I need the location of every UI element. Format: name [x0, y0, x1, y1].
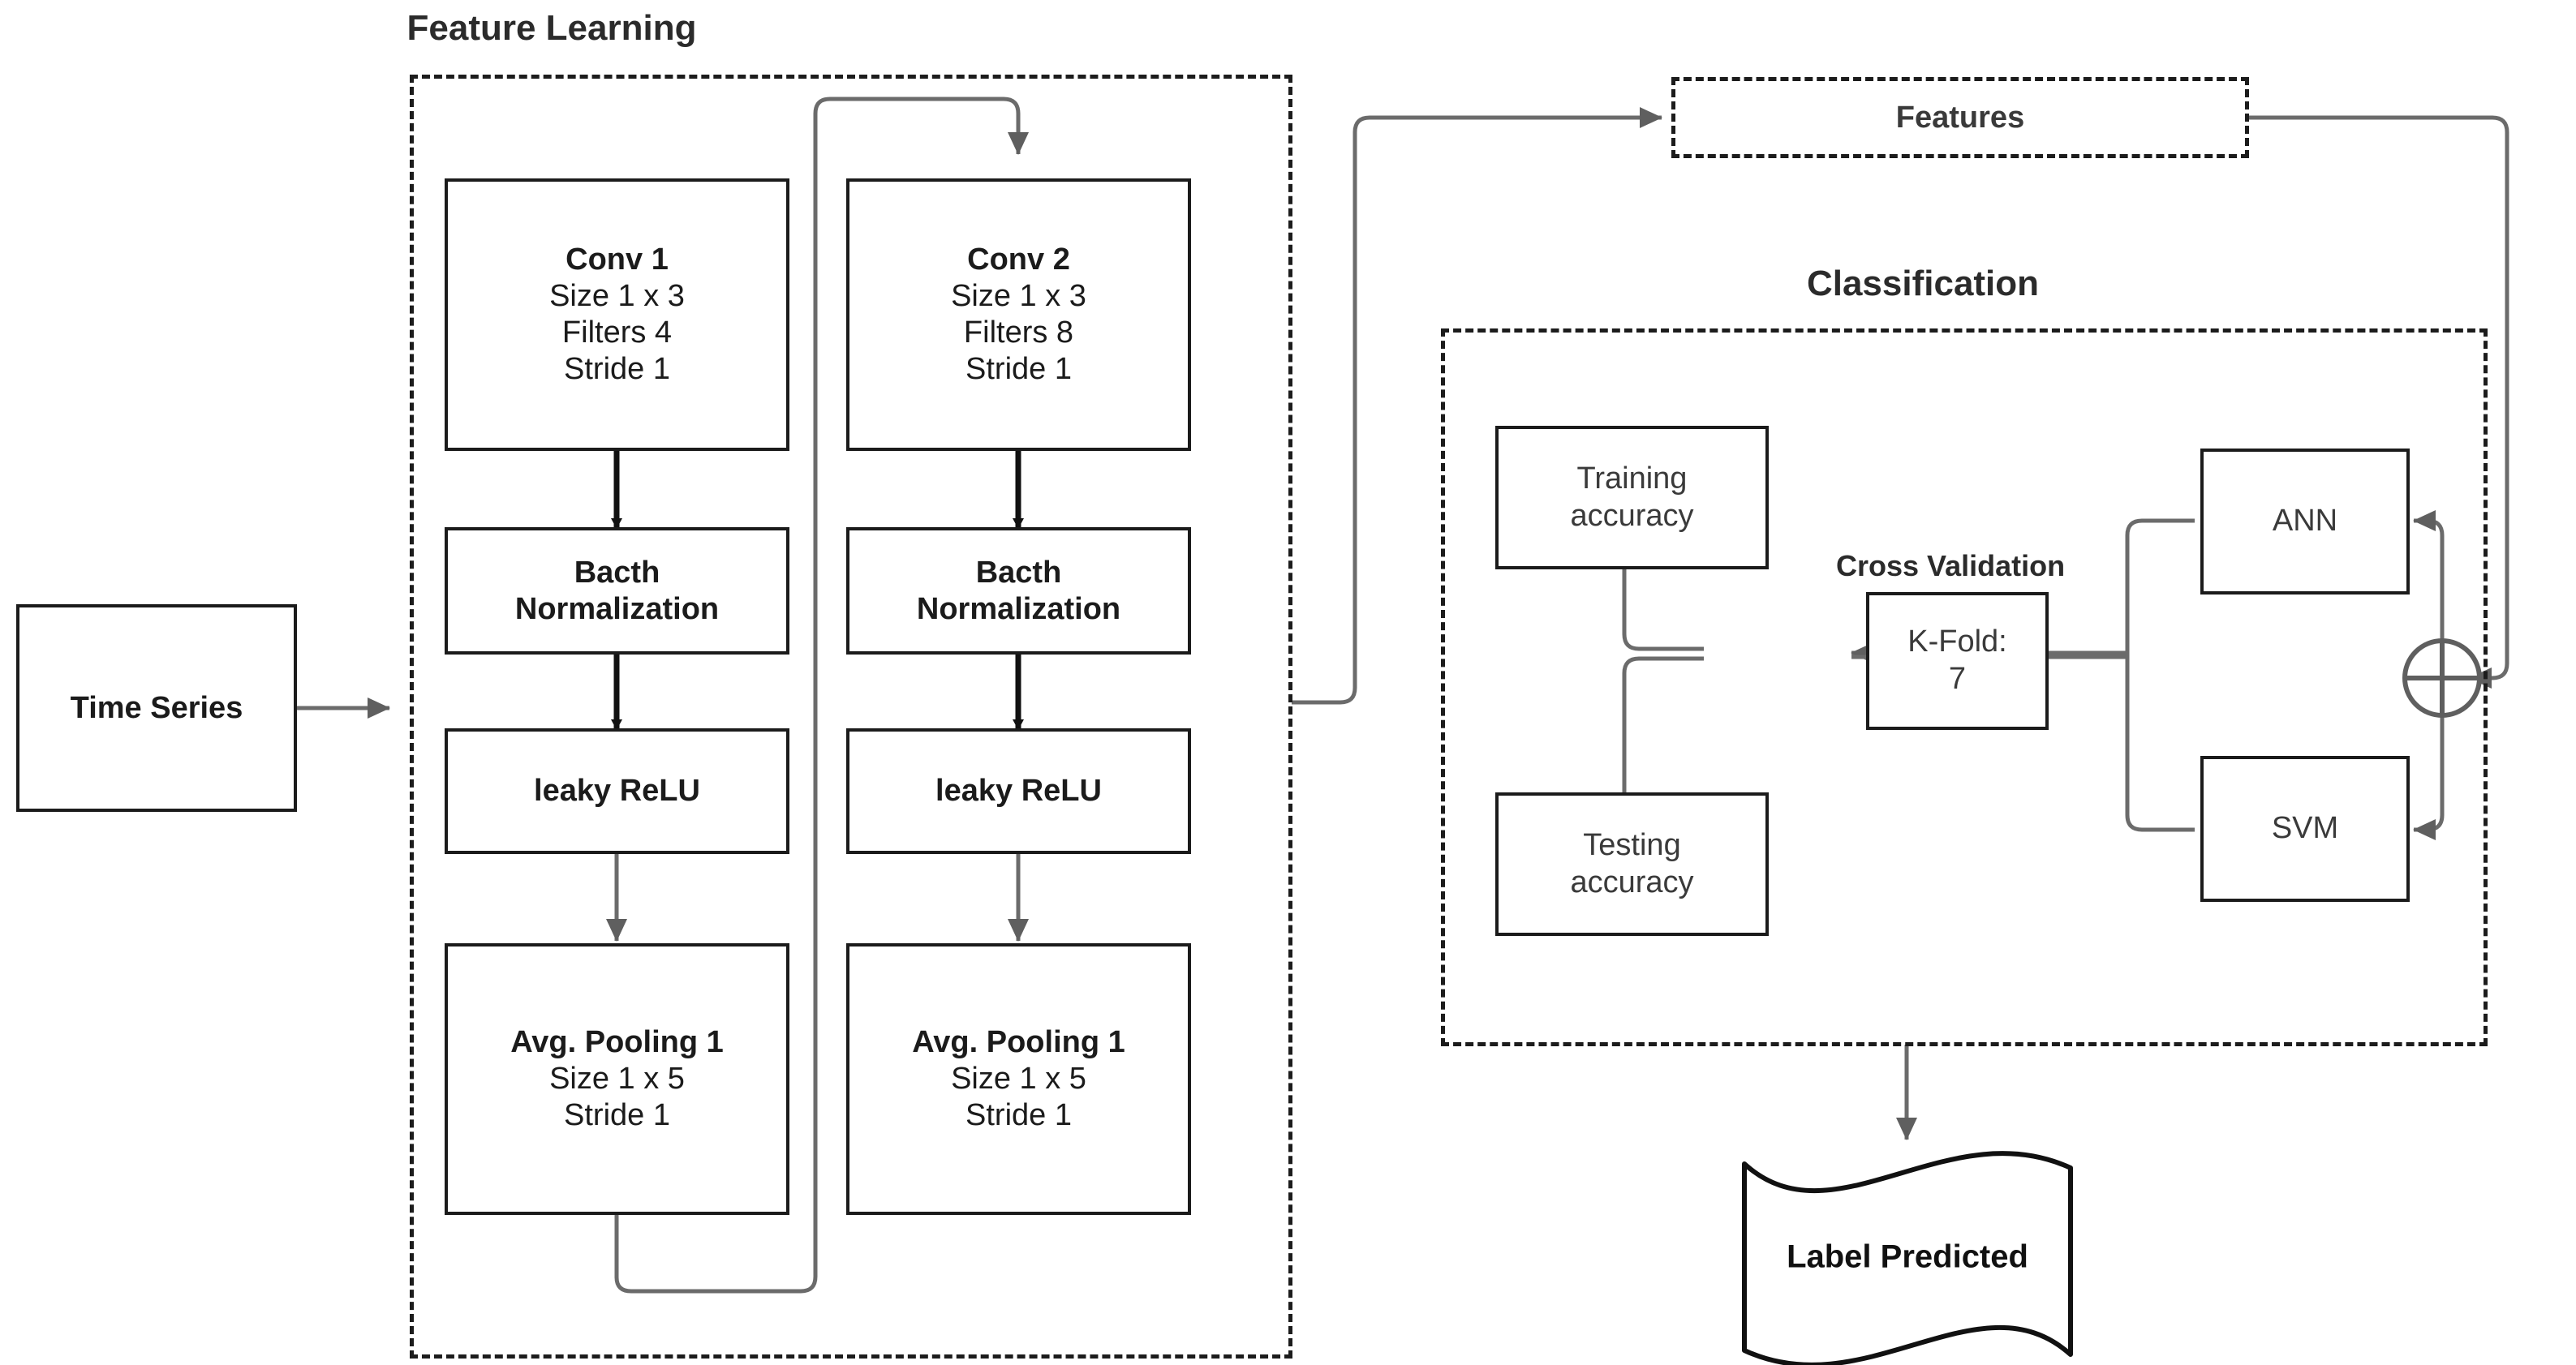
classification-title: Classification — [1806, 264, 2040, 303]
batchnorm2-line1: Bacth — [975, 555, 1062, 590]
avg-pooling1-name: Avg. Pooling 1 — [510, 1025, 724, 1060]
classification-group — [1441, 328, 2488, 1046]
testing-accuracy-line2: accuracy — [1570, 865, 1694, 899]
ann-box[interactable]: ANN — [2200, 449, 2410, 595]
leaky-relu2-box[interactable]: leaky ReLU — [846, 728, 1191, 854]
conv2-size: Size 1 x 3 — [951, 279, 1086, 314]
svm-label: SVM — [2271, 811, 2339, 846]
batchnorm1-box[interactable]: Bacth Normalization — [445, 527, 789, 655]
feature-learning-title: Feature Learning — [406, 8, 697, 48]
conv1-size: Size 1 x 3 — [549, 279, 685, 314]
avg-pooling2-box[interactable]: Avg. Pooling 1 Size 1 x 5 Stride 1 — [846, 943, 1191, 1215]
conv1-name: Conv 1 — [566, 243, 669, 277]
batchnorm2-line2: Normalization — [916, 591, 1121, 626]
testing-accuracy-box[interactable]: Testing accuracy — [1495, 792, 1769, 936]
ann-label: ANN — [2272, 504, 2338, 539]
leaky-relu1-box[interactable]: leaky ReLU — [445, 728, 789, 854]
time-series-label: Time Series — [70, 690, 243, 725]
feature-learning-group — [410, 75, 1292, 1359]
training-accuracy-line2: accuracy — [1570, 498, 1694, 533]
kfold-line2: 7 — [1948, 662, 1967, 696]
conv1-box[interactable]: Conv 1 Size 1 x 3 Filters 4 Stride 1 — [445, 178, 789, 451]
features-box[interactable]: Features — [1671, 77, 2249, 158]
conv2-stride: Stride 1 — [965, 351, 1072, 386]
time-series-box[interactable]: Time Series — [16, 604, 297, 812]
conv1-filters: Filters 4 — [561, 315, 673, 350]
testing-accuracy-line1: Testing — [1583, 827, 1681, 862]
batchnorm1-line1: Bacth — [574, 555, 660, 590]
training-accuracy-box[interactable]: Training accuracy — [1495, 426, 1769, 569]
conv1-stride: Stride 1 — [564, 351, 670, 386]
label-predicted-text: Label Predicted — [1787, 1238, 2028, 1275]
features-label: Features — [1895, 100, 2025, 135]
avg-pooling1-box[interactable]: Avg. Pooling 1 Size 1 x 5 Stride 1 — [445, 943, 789, 1215]
batchnorm2-box[interactable]: Bacth Normalization — [846, 527, 1191, 655]
conv2-box[interactable]: Conv 2 Size 1 x 3 Filters 8 Stride 1 — [846, 178, 1191, 451]
batchnorm1-line2: Normalization — [514, 591, 720, 626]
avg-pooling1-size: Size 1 x 5 — [549, 1062, 685, 1097]
kfold-line1: K-Fold: — [1907, 625, 2007, 659]
avg-pooling2-size: Size 1 x 5 — [951, 1062, 1086, 1097]
label-predicted-box[interactable]: Label Predicted — [1744, 1160, 2071, 1354]
avg-pooling2-stride: Stride 1 — [965, 1097, 1072, 1132]
leaky-relu2-label: leaky ReLU — [935, 774, 1102, 809]
leaky-relu1-label: leaky ReLU — [534, 774, 700, 809]
avg-pooling2-name: Avg. Pooling 1 — [912, 1025, 1125, 1060]
training-accuracy-line1: Training — [1576, 461, 1688, 496]
kfold-box[interactable]: K-Fold: 7 — [1866, 592, 2049, 730]
avg-pooling1-stride: Stride 1 — [564, 1097, 670, 1132]
svm-box[interactable]: SVM — [2200, 756, 2410, 902]
cross-validation-label: Cross Validation — [1836, 549, 2066, 582]
conv2-filters: Filters 8 — [963, 315, 1074, 350]
conv2-name: Conv 2 — [967, 243, 1070, 277]
